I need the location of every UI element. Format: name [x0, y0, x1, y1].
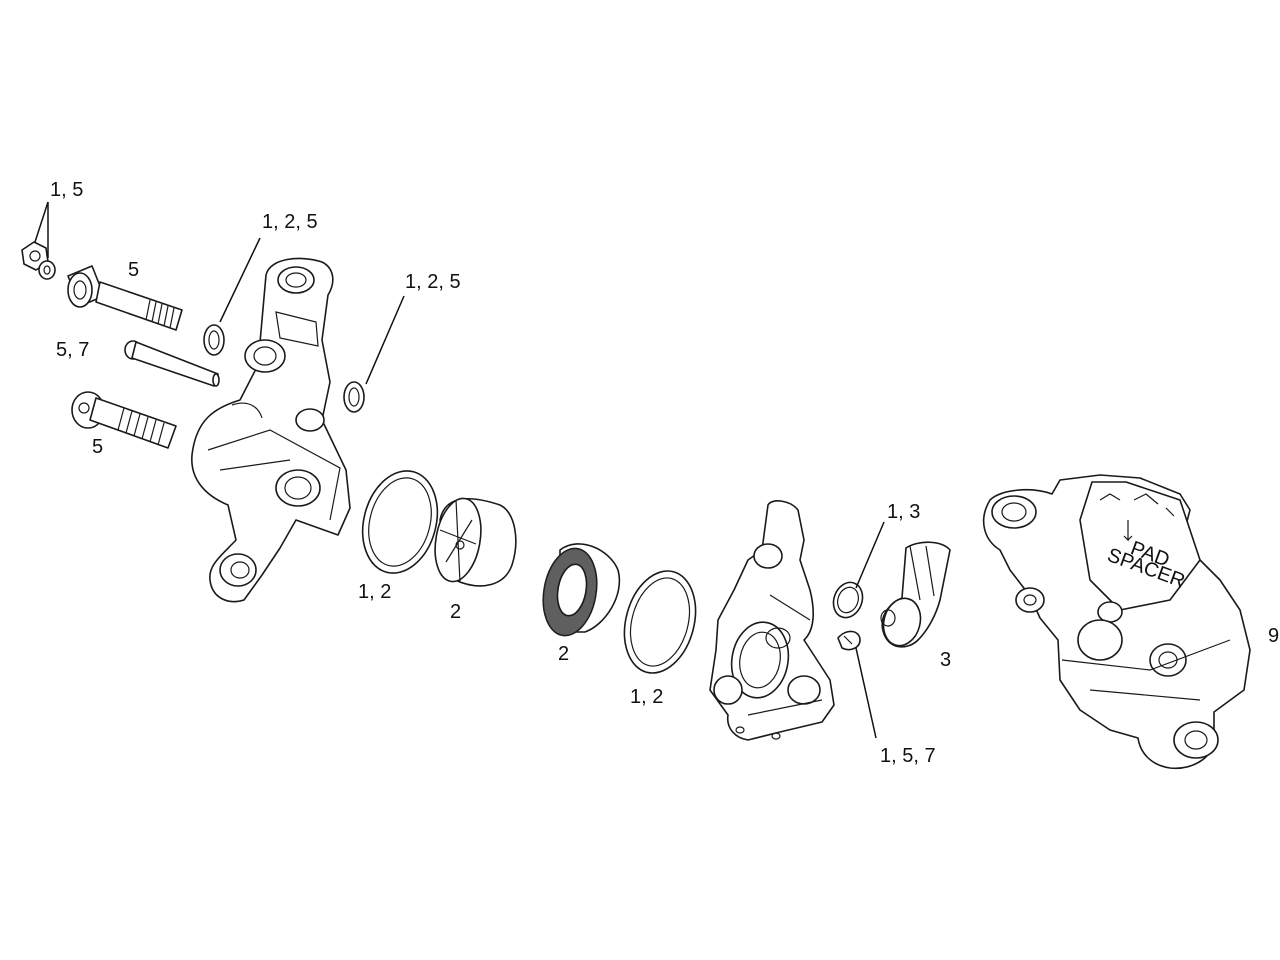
callout-5-7-pin: 5, 7 [56, 339, 89, 361]
callout-1-2-5-washer-a: 1, 2, 5 [262, 211, 318, 233]
callout-1-3-oring: 1, 3 [887, 501, 920, 523]
callout-5-upper-bolt: 5 [128, 259, 139, 281]
lower-bolt-part [71, 391, 177, 449]
assembled-caliper-part: PAD SPACER [982, 474, 1251, 770]
callout-2-piston-right: 2 [558, 643, 569, 665]
washer-a-part [203, 324, 225, 356]
banjo-oring-part [832, 581, 864, 619]
small-washer-part [38, 260, 56, 280]
leader-lines [34, 201, 885, 739]
piston-right-part [542, 543, 621, 637]
callout-2-piston-left: 2 [450, 601, 461, 623]
banjo-fitting-part [880, 541, 951, 648]
pad-pin-part [124, 340, 220, 387]
piston-left-part [434, 497, 517, 587]
inboard-caliper-half-part [709, 500, 835, 741]
upper-bolt-part [67, 265, 183, 331]
piston-seal-right-part [623, 570, 697, 674]
callout-1-2-seal-left: 1, 2 [358, 581, 391, 603]
callout-3-banjo: 3 [940, 649, 951, 671]
callout-1-2-5-washer-b: 1, 2, 5 [405, 271, 461, 293]
outboard-caliper-half-part [191, 257, 351, 603]
retaining-clip-part [837, 630, 861, 651]
washer-b-part [343, 381, 365, 413]
callout-9-caliper: 9 [1268, 625, 1279, 647]
callout-1-5-7-clip: 1, 5, 7 [880, 745, 936, 767]
piston-seal-left-part [361, 470, 439, 574]
callout-5-lower-bolt: 5 [92, 436, 103, 458]
callout-1-2-seal-right: 1, 2 [630, 686, 663, 708]
callout-1-5-hardware: 1, 5 [50, 179, 83, 201]
